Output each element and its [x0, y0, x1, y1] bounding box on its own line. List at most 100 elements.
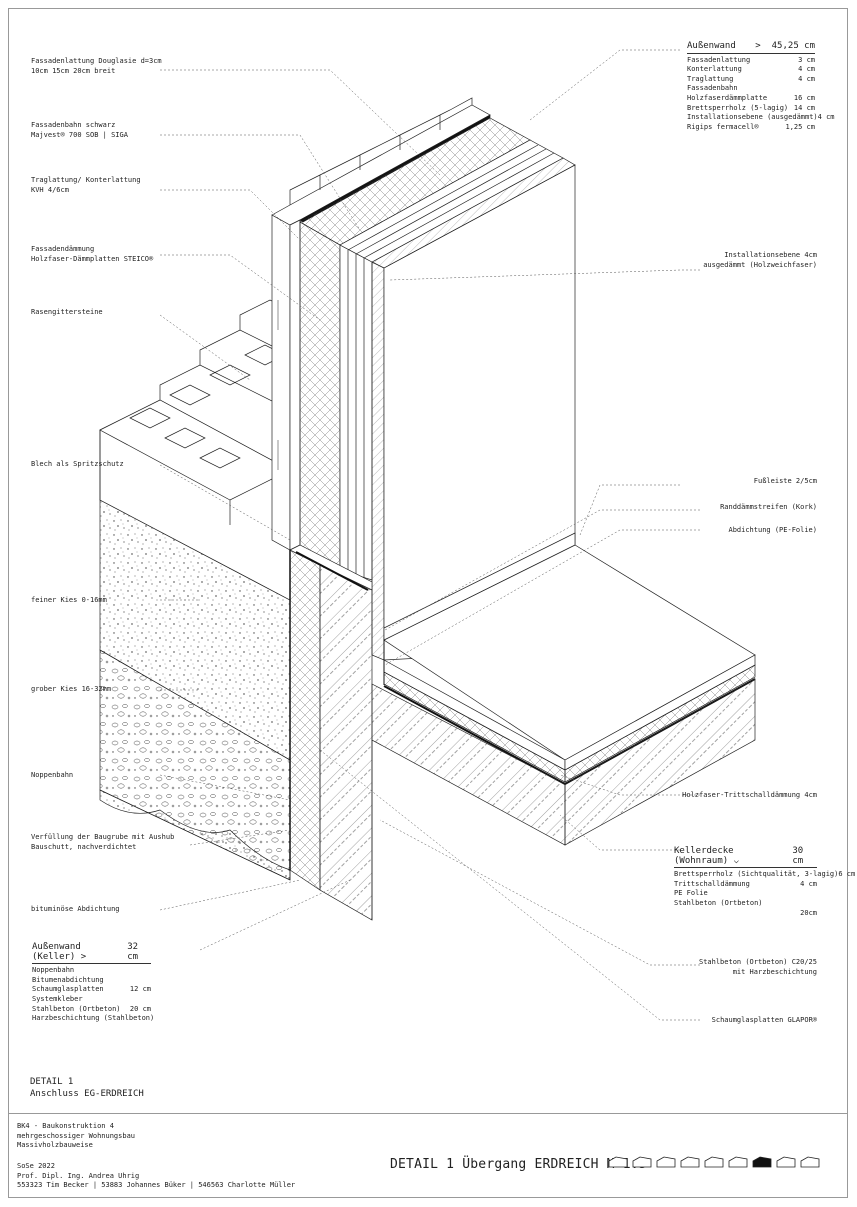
spec-row-value: 12 cm — [129, 985, 151, 994]
detail-nav-icon-2[interactable] — [632, 1155, 652, 1169]
spec-row-name: Fassadenbahn — [687, 84, 738, 93]
chevron-down-icon[interactable]: ⌵ — [733, 855, 740, 866]
chevron-right-icon[interactable]: > — [80, 951, 87, 962]
basement-concrete — [319, 564, 373, 921]
chevron-right-icon[interactable]: > — [755, 41, 761, 51]
label-noppenbahn: Noppenbahn — [31, 771, 74, 779]
spec-row: Brettsperrholz (Sichtqualität, 3-lagig)6… — [674, 870, 855, 880]
detail-nav-icon-1[interactable] — [608, 1155, 628, 1169]
spec-row-value: 14 cm — [793, 103, 815, 112]
spec-row-value: 4 cm — [798, 65, 815, 74]
basement-wall — [289, 544, 373, 921]
spec-row-name: Bitumenabdichtung — [32, 975, 104, 984]
label-randdaemm: Randdämmstreifen (Kork) — [720, 503, 817, 511]
spec-row-name: Holzfaserdämmplatte — [687, 93, 768, 102]
spec-row: Schaumglasplatten 12 cm — [32, 985, 151, 995]
spec-row-value: 1,25 cm — [785, 122, 815, 131]
spec-row-value: 20 cm — [129, 1004, 151, 1013]
spec-row: PE Folie — [674, 889, 817, 899]
spec-row-name: Harzbeschichtung (Stahlbeton) — [32, 1014, 155, 1023]
sheet-title: DETAIL 1 Übergang ERDREICH M 1:5 — [390, 1157, 647, 1172]
spec-row: Holzfaserdämmplatte 16 cm — [687, 94, 815, 104]
label-abdichtung: Abdichtung (PE-Folie) — [728, 526, 817, 534]
spec-keller-title: Außenwand (Keller) — [32, 942, 81, 962]
spec-row-name: Schaumglasplatten — [32, 985, 104, 994]
label-rasengitter: Rasengittersteine — [31, 308, 103, 316]
detail-nav-icon-4[interactable] — [680, 1155, 700, 1169]
spec-row: Rigips fermacell®1,25 cm — [687, 123, 815, 133]
installation-layer — [371, 261, 385, 661]
spec-row-value: 4 cm — [800, 879, 817, 888]
detail-number: DETAIL 1 — [30, 1077, 74, 1087]
spec-row: 20cm — [674, 909, 817, 919]
spec-row: Installationsebene (ausgedämmt)4 cm — [687, 113, 835, 123]
spec-kellerdecke-rows: Brettsperrholz (Sichtqualität, 3-lagig)6… — [674, 870, 855, 919]
sheet-border — [8, 8, 848, 1198]
floor-slab — [371, 532, 756, 920]
spec-row: Bitumenabdichtung — [32, 976, 151, 986]
facade-battens — [271, 97, 491, 551]
spec-row-name: Traglattung — [687, 74, 734, 83]
spec-row: Stahlbeton (Ortbeton) — [674, 899, 817, 909]
spec-row-name: Systemkleber — [32, 994, 83, 1003]
spec-kellerdecke: Kellerdecke (Wohnraum) ⌵ 30 cm Brettsper… — [674, 846, 855, 919]
wood-fiber-insulation — [299, 221, 341, 571]
spec-row-name: Brettsperrholz (5-lagig) — [687, 103, 789, 112]
spec-row-name: Noppenbahn — [32, 966, 75, 975]
detail-nav-icon-3[interactable] — [656, 1155, 676, 1169]
spec-keller-header: Außenwand (Keller) > 32 cm — [32, 942, 151, 965]
spec-row-name: Stahlbeton (Ortbeton) — [32, 1004, 121, 1013]
detail-nav-icon-5[interactable] — [704, 1155, 724, 1169]
spec-row-value: 16 cm — [793, 93, 815, 102]
spec-row: Trittschalldämmung 4 cm — [674, 880, 817, 890]
wall-layers — [289, 114, 576, 661]
detail-nav-icon-6[interactable] — [728, 1155, 748, 1169]
detail-subtitle: Anschluss EG-ERDREICH — [30, 1089, 144, 1099]
footer-divider — [8, 1113, 848, 1114]
spec-row: Fassadenbahn — [687, 84, 815, 94]
detail-caption: DETAIL 1 Anschluss EG-ERDREICH — [30, 1076, 144, 1100]
spec-row-value: 6 cm — [838, 870, 856, 879]
label-schaumglas: Schaumglasplatten GLAPOR® — [711, 1016, 817, 1024]
spec-row-name: Trittschalldämmung — [674, 879, 750, 888]
spec-row-name: Konterlattung — [687, 65, 742, 74]
spec-row: Traglattung 4 cm — [687, 75, 815, 85]
foam-glass — [289, 549, 321, 891]
label-trittschall: Holzfaser-Trittschalldämmung 4cm — [682, 791, 817, 799]
spec-row: Harzbeschichtung (Stahlbeton) — [32, 1014, 155, 1024]
label-feiner-kies: feiner Kies 0-16mm — [31, 596, 107, 604]
spec-aussenwand-title: Außenwand — [687, 41, 736, 51]
spec-row-value: 4 cm — [798, 74, 815, 83]
spec-row-name: PE Folie — [674, 889, 708, 898]
spec-keller-total: 32 cm — [127, 942, 139, 962]
detail-nav-icon-9[interactable] — [800, 1155, 820, 1169]
detail-navigator — [608, 1155, 820, 1169]
label-bitumen: bituminöse Abdichtung — [31, 905, 120, 913]
spec-row-value: 3 cm — [798, 55, 815, 64]
label-blech: Blech als Spritzschutz — [31, 460, 124, 468]
spec-row-name: Installationsebene (ausgedämmt) — [687, 113, 818, 122]
spec-row-value: 20cm — [800, 908, 817, 917]
leader-lines — [159, 49, 700, 1021]
detail-nav-icon-7[interactable] — [752, 1155, 772, 1169]
spec-row: Stahlbeton (Ortbeton) 20 cm — [32, 1005, 151, 1015]
spec-row-value: 4 cm — [817, 113, 835, 122]
detail-nav-icon-8[interactable] — [776, 1155, 796, 1169]
spec-row-name: Brettsperrholz (Sichtqualität, 3-lagig) — [674, 870, 839, 879]
spec-aussenwand-header: Außenwand > 45,25 cm — [687, 41, 815, 54]
spec-row-name: Stahlbeton (Ortbeton) — [674, 898, 763, 907]
spec-kellerdecke-total: 30 cm — [792, 846, 804, 866]
